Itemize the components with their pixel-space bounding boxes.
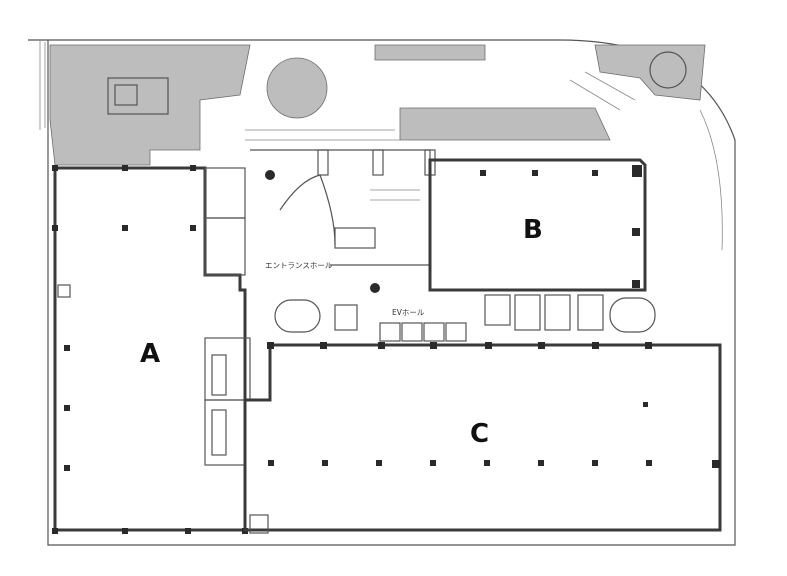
room-c: C [243, 342, 722, 534]
room-a-label: A [140, 339, 160, 369]
gatehouse [107, 77, 169, 115]
elevator-core: EVホール [274, 294, 656, 342]
corner-feature [649, 51, 687, 89]
room-b: B [428, 158, 647, 292]
room-a: A [52, 165, 248, 534]
room-b-label: B [523, 215, 543, 245]
ev-hall-label: EVホール [392, 308, 425, 317]
entrance-hall: エントランスホール [250, 149, 436, 293]
round-planter [266, 57, 328, 119]
service-core-west [204, 167, 251, 466]
garden-bed-west [49, 44, 251, 166]
garden-bed-north [374, 44, 486, 61]
landscaping [49, 44, 706, 166]
entrance-hall-label: エントランスホール [265, 261, 333, 270]
room-c-label: C [470, 419, 489, 449]
garden-bed-center [399, 107, 611, 141]
